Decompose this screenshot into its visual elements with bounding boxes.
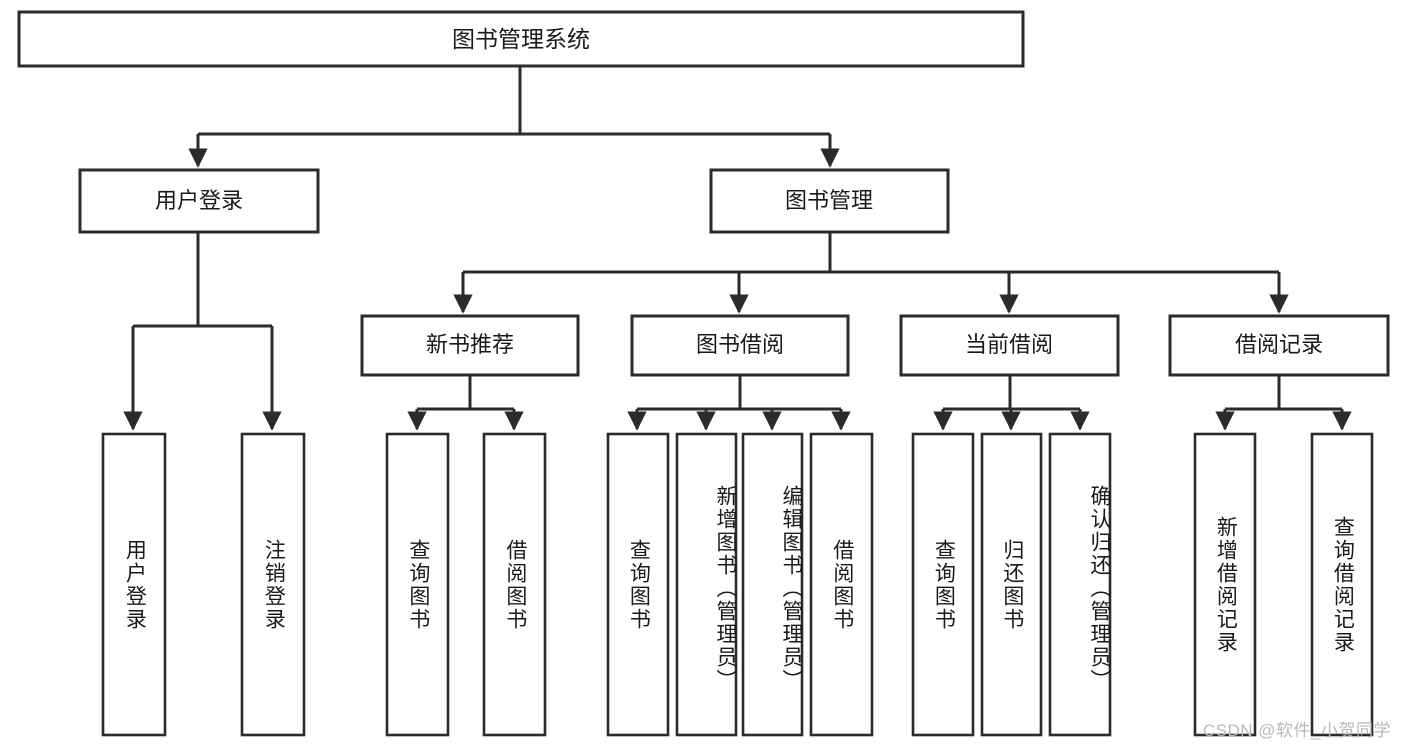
node-book-borrow[interactable]: 图书借阅	[630, 314, 850, 377]
node-new-book-recommend-box[interactable]	[360, 314, 580, 377]
node-user-login-box[interactable]	[78, 168, 320, 234]
node-user-login-label: 用户登录	[155, 188, 243, 213]
leaf-query-record-box[interactable]	[1310, 432, 1374, 737]
node-borrow-record[interactable]: 借阅记录	[1168, 314, 1390, 377]
node-current-borrow-label: 当前借阅	[965, 332, 1053, 357]
leaf-borrow-book-1-box[interactable]	[482, 432, 547, 737]
csdn-watermark: CSDN @软件_小贺同学	[1202, 721, 1391, 740]
leaf-query-book-2-box[interactable]	[606, 432, 670, 737]
leaf-node-layer	[101, 432, 1374, 737]
node-root-box[interactable]	[17, 10, 1025, 68]
leaf-add-record-box[interactable]	[1193, 432, 1257, 737]
leaf-confirm-return-box[interactable]	[1048, 432, 1112, 737]
node-current-borrow[interactable]: 当前借阅	[899, 314, 1120, 377]
node-book-borrow-label: 图书借阅	[696, 332, 784, 357]
node-book-manage[interactable]: 图书管理	[709, 168, 950, 234]
leaf-borrow-book-2-box[interactable]	[809, 432, 874, 737]
node-root-label: 图书管理系统	[452, 26, 590, 52]
node-book-manage-label: 图书管理	[785, 188, 873, 213]
node-book-manage-box[interactable]	[709, 168, 950, 234]
leaf-user-logout-box[interactable]	[240, 432, 306, 737]
node-new-book-recommend[interactable]: 新书推荐	[360, 314, 580, 377]
leaf-user-login-box[interactable]	[101, 432, 167, 737]
node-current-borrow-box[interactable]	[899, 314, 1120, 377]
node-root[interactable]: 图书管理系统	[17, 10, 1025, 68]
node-borrow-record-label: 借阅记录	[1235, 332, 1323, 357]
leaf-query-book-3-box[interactable]	[911, 432, 975, 737]
node-borrow-record-box[interactable]	[1168, 314, 1390, 377]
leaf-add-book-box[interactable]	[675, 432, 738, 737]
leaf-query-book-1-box[interactable]	[385, 432, 450, 737]
node-new-book-recommend-label: 新书推荐	[426, 332, 514, 357]
connector-layer	[123, 66, 1352, 431]
node-book-borrow-box[interactable]	[630, 314, 850, 377]
leaf-edit-book-box[interactable]	[741, 432, 804, 737]
leaf-return-book-box[interactable]	[980, 432, 1043, 737]
node-user-login[interactable]: 用户登录	[78, 168, 320, 234]
